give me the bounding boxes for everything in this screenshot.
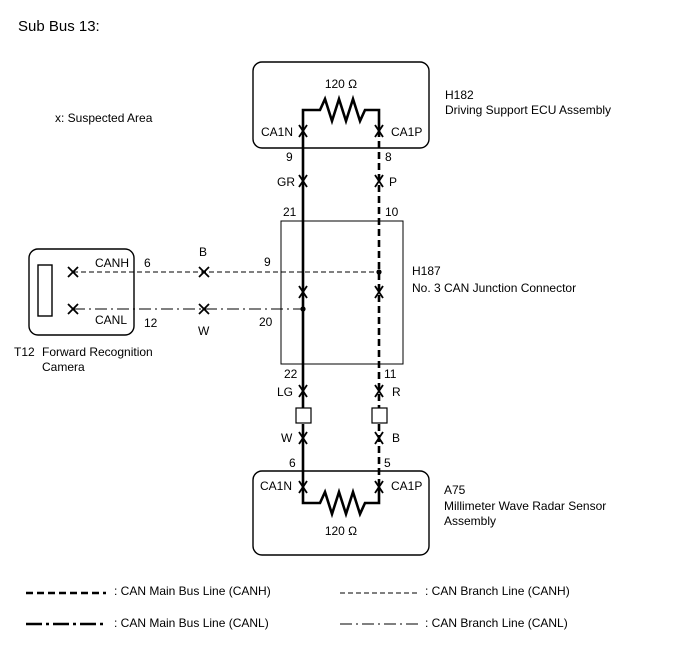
t12-camera-lens xyxy=(37,264,53,317)
x-mark-h187-canl xyxy=(298,285,308,299)
x-mark-t12-canl xyxy=(67,303,79,315)
wire-color-p: P xyxy=(389,175,397,189)
t12-camera-box[interactable] xyxy=(28,248,135,336)
x-mark-t12-canh xyxy=(67,266,79,278)
pin-t12-canh: 6 xyxy=(144,256,151,270)
wire-color-branch-b: B xyxy=(199,245,207,259)
t12-code: T12 xyxy=(14,345,35,359)
wire-color-a75-right: B xyxy=(392,431,400,445)
x-mark-b-lower xyxy=(374,431,384,445)
pin-h187-bottom-left: 22 xyxy=(284,367,298,381)
t12-name-line2: Camera xyxy=(42,360,85,374)
suspected-area-note: x: Suspected Area xyxy=(55,111,153,125)
x-mark-branch-b xyxy=(198,266,210,278)
diagram-title: Sub Bus 13: xyxy=(18,18,100,35)
pin-h187-top-right: 10 xyxy=(385,205,399,219)
x-mark-a75-ca1p xyxy=(374,480,384,494)
h182-code: H182 xyxy=(445,88,474,102)
a75-pin-ca1p: CA1P xyxy=(391,479,422,493)
pin-h182-left: 9 xyxy=(286,150,293,164)
wire-color-branch-w: W xyxy=(198,324,210,338)
h182-name: Driving Support ECU Assembly xyxy=(445,103,611,117)
a75-pin-ca1n: CA1N xyxy=(260,479,292,493)
x-mark-a75-ca1n xyxy=(298,480,308,494)
a75-resistor-label: 120 Ω xyxy=(325,524,357,538)
x-mark-r xyxy=(374,384,384,398)
x-mark-branch-w xyxy=(198,303,210,315)
t12-name-line1: Forward Recognition xyxy=(42,345,153,359)
junction-dot-canh xyxy=(376,269,382,275)
wire-color-r: R xyxy=(392,385,401,399)
t12-pin-canl: CANL xyxy=(95,313,127,327)
pin-t12-canl: 12 xyxy=(144,316,158,330)
legend-label-main-canl: : CAN Main Bus Line (CANL) xyxy=(114,616,269,630)
connector-canh-lower[interactable] xyxy=(371,407,388,424)
x-mark-w-lower xyxy=(298,431,308,445)
h187-code: H187 xyxy=(412,264,441,278)
h182-ecu-box[interactable] xyxy=(252,61,430,149)
h182-pin-ca1n: CA1N xyxy=(261,125,293,139)
pin-h182-right: 8 xyxy=(385,150,392,164)
a75-name-line2: Assembly xyxy=(444,514,496,528)
pin-h187-left-lower: 20 xyxy=(259,315,273,329)
suspected-area-marks xyxy=(67,124,384,494)
wire-color-gr: GR xyxy=(277,175,295,189)
h187-junction-box[interactable] xyxy=(280,220,404,365)
a75-code: A75 xyxy=(444,483,466,497)
connector-canl-lower[interactable] xyxy=(295,407,312,424)
a75-resistor xyxy=(301,487,381,519)
pin-h187-left-upper: 9 xyxy=(264,255,271,269)
x-mark-h182-ca1p xyxy=(374,124,384,138)
wire-color-lg: LG xyxy=(277,385,293,399)
pin-a75-left: 6 xyxy=(289,456,296,470)
junction-dot-canl xyxy=(300,306,306,312)
wire-color-a75-left: W xyxy=(281,431,293,445)
legend-label-branch-canh: : CAN Branch Line (CANH) xyxy=(425,584,570,598)
h182-pin-ca1p: CA1P xyxy=(391,125,422,139)
h182-resistor xyxy=(301,94,381,130)
x-mark-p xyxy=(374,174,384,188)
legend: : CAN Main Bus Line (CANH) : CAN Branch … xyxy=(26,584,570,630)
pin-a75-right: 5 xyxy=(384,456,391,470)
a75-radar-box[interactable] xyxy=(252,470,430,556)
h187-name: No. 3 CAN Junction Connector xyxy=(412,281,576,295)
a75-name-line1: Millimeter Wave Radar Sensor xyxy=(444,499,606,513)
t12-pin-canh: CANH xyxy=(95,256,129,270)
pin-h187-bottom-right: 11 xyxy=(384,367,397,381)
legend-label-branch-canl: : CAN Branch Line (CANL) xyxy=(425,616,568,630)
x-mark-lg xyxy=(298,384,308,398)
pin-h187-top-left: 21 xyxy=(283,205,297,219)
x-mark-h187-canh xyxy=(374,285,384,299)
legend-label-main-canh: : CAN Main Bus Line (CANH) xyxy=(114,584,271,598)
x-mark-h182-ca1n xyxy=(298,124,308,138)
x-mark-gr xyxy=(298,174,308,188)
h182-resistor-label: 120 Ω xyxy=(325,77,357,91)
